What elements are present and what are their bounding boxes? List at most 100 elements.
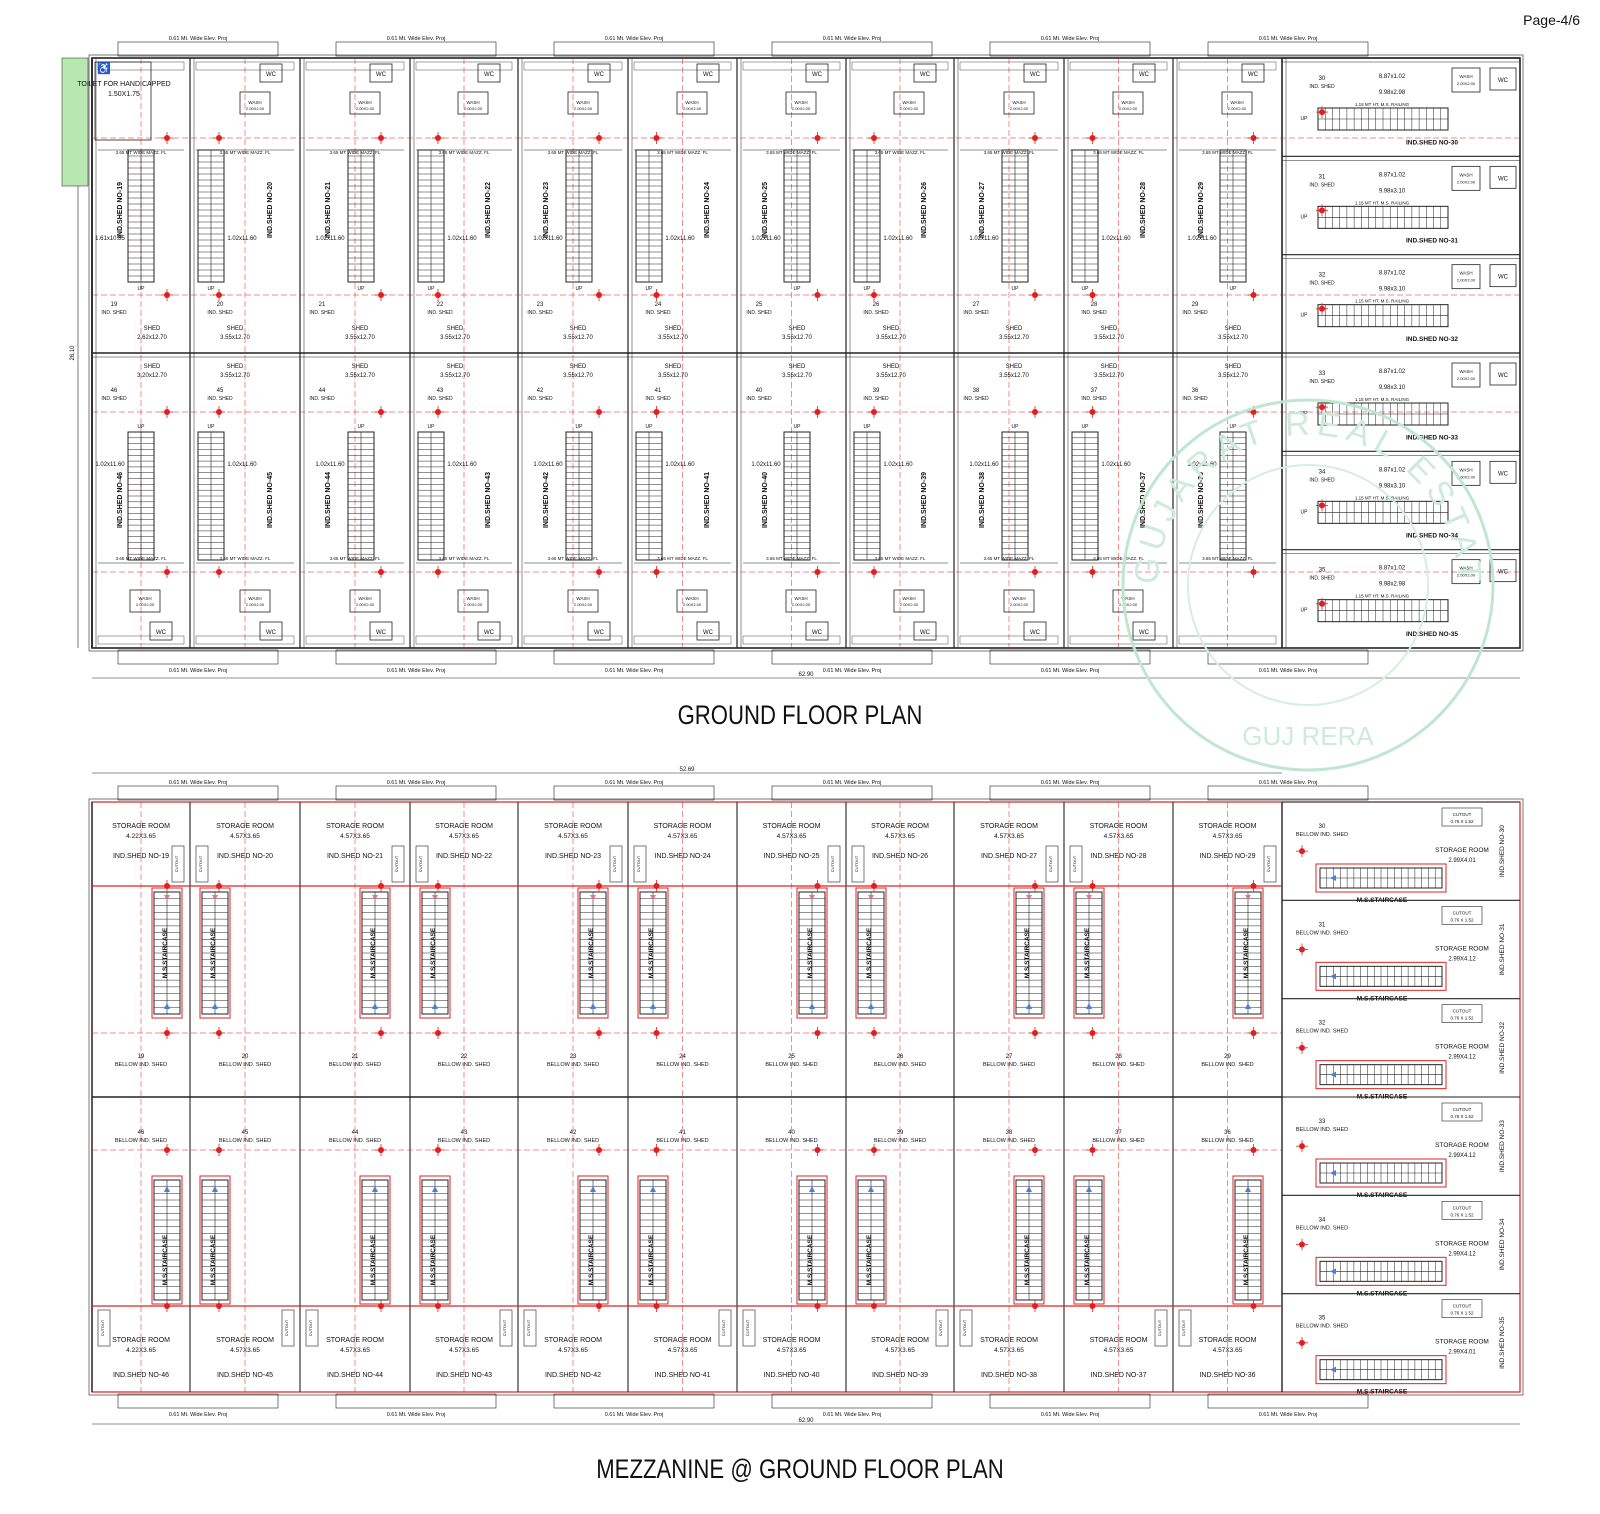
stair-up-label: UP: [1301, 313, 1309, 319]
shed-name-vertical: IND.SHED NO-43: [485, 472, 492, 528]
column-marker: [650, 1027, 663, 1039]
shed-area: 1.02x11.60: [751, 236, 781, 242]
bellow-label: BELLOW IND. SHED: [329, 1138, 381, 1144]
wash-block: [239, 589, 271, 613]
storage-room-size: 4.57X3.65: [994, 833, 1024, 840]
stair-arrow-blue: [372, 1186, 378, 1192]
shed-area: 1.02x11.60: [969, 236, 999, 242]
shed-stair: [635, 431, 663, 561]
storage-room-label: STORAGE ROOM: [654, 823, 712, 830]
cutout-label: CUTOUT: [938, 1319, 943, 1336]
railing-label: 1.15 MT HT. M.S. RAILING: [1355, 200, 1410, 205]
mazz-floor-label: 3.65 MT WIDE MAZZ. FL: [984, 150, 1035, 155]
column-marker: [1247, 289, 1260, 301]
shed-area: 1.02x11.60: [227, 236, 257, 242]
column-marker: [650, 406, 663, 418]
mazz-floor-label: 3.65 MT WIDE MAZZ. FL: [766, 150, 817, 155]
column-marker: [1247, 1027, 1260, 1039]
wash-block: [676, 589, 708, 613]
mezz-shed-name: IND.SHED NO-40: [763, 1372, 819, 1379]
shed-label: SHED: [570, 364, 587, 370]
elev-projection-bottom: [989, 1393, 1151, 1409]
staircase-block: [1315, 863, 1447, 893]
wash-label: WASH: [576, 100, 589, 105]
cutout-label: CUTOUT: [1453, 1205, 1472, 1210]
wash-size: 2.00X2.00: [1457, 474, 1476, 479]
bellow-label: BELLOW IND. SHED: [874, 1138, 926, 1144]
stair-arrow-blue: [1026, 1003, 1032, 1009]
cutout-box: [742, 1309, 756, 1347]
column-marker: [213, 1144, 225, 1156]
mezz-shed-name: IND.SHED NO-21: [327, 853, 383, 860]
shed-number: 30: [1319, 76, 1326, 82]
shed-size: 3.55x12.70: [220, 335, 250, 341]
shed-area: 8.87x1.02: [1379, 172, 1406, 178]
wash-block: [457, 589, 489, 613]
wash-label: WASH: [685, 596, 698, 601]
mezz-stair: [639, 1179, 667, 1301]
elev-projection-bottom: [771, 649, 933, 665]
column-marker: [1029, 566, 1041, 578]
cutout-label: CUTOUT: [854, 855, 859, 872]
mezz-shed-name: IND.SHED NO-24: [654, 853, 710, 860]
stair-up-label: UP: [358, 424, 366, 430]
column-marker: [161, 289, 173, 301]
column-marker: [1247, 880, 1260, 892]
railing-label: 1.15 MT HT. M.S. RAILING: [1355, 102, 1410, 107]
stair-arrow-blue: [809, 1003, 815, 1009]
wc-block: [1489, 264, 1517, 288]
wc-block: [149, 621, 173, 641]
shed-size: 3.55x12.70: [1094, 373, 1124, 379]
wc-block: [805, 621, 829, 641]
column-marker: [375, 289, 387, 301]
shed-stair: [197, 431, 225, 561]
mezzanine-plan-title: MEZZANINE @ GROUND FLOOR PLAN: [596, 1454, 1004, 1484]
stair-arrow-pink: [1026, 895, 1032, 900]
beam-strip: [97, 61, 185, 71]
bellow-label: BELLOW IND. SHED: [115, 1062, 167, 1068]
wc-block: [1132, 63, 1156, 83]
mezz-shed-name-vertical: IND.SHED NO-33: [1499, 1120, 1506, 1172]
bellow-label: BELLOW IND. SHED: [438, 1138, 490, 1144]
ind-shed-label: IND. SHED: [1309, 576, 1335, 582]
column-marker: [811, 1300, 824, 1312]
wash-size: 2.00X2.00: [464, 106, 483, 111]
staircase-block: [577, 887, 609, 1019]
mezz-stair: [1015, 1179, 1043, 1301]
mazz-floor-label: 3.65 MT WIDE MAZZ. FL: [1093, 150, 1144, 155]
cutout-box: [827, 845, 841, 883]
column-marker: [375, 1300, 387, 1312]
stair-up-label: UP: [1301, 509, 1309, 515]
shed-area: 1.02x11.60: [95, 462, 125, 468]
shed-stair: [783, 149, 811, 283]
shed-size: 3.55x12.70: [658, 335, 688, 341]
wash-label: WASH: [1012, 100, 1025, 105]
cutout-label: CUTOUT: [394, 855, 399, 872]
cutout-box: [391, 845, 405, 883]
bellow-label: BELLOW IND. SHED: [656, 1062, 708, 1068]
storage-room-label: STORAGE ROOM: [1090, 823, 1148, 830]
column-marker: [811, 1027, 824, 1039]
elev-proj-label: 0.61 Mt. Wide Elev. Proj: [169, 668, 228, 674]
staircase-block: [419, 1175, 451, 1305]
cutout-box: [1263, 845, 1277, 883]
shed-number: 19: [111, 302, 118, 308]
shed-size: 3.55x12.70: [999, 335, 1029, 341]
ind-shed-label: IND. SHED: [427, 396, 453, 402]
column-marker: [1316, 499, 1328, 512]
wc-label: WC: [920, 72, 931, 78]
mezz-shed-number: 29: [1224, 1054, 1231, 1060]
storage-room-label: STORAGE ROOM: [980, 1337, 1038, 1344]
storage-room-label: STORAGE ROOM: [763, 1337, 821, 1344]
storage-room-label: STORAGE ROOM: [1090, 1337, 1148, 1344]
mezz-stair: [201, 1179, 229, 1301]
ind-shed-label: IND. SHED: [746, 310, 772, 316]
bellow-label: BELLOW IND. SHED: [1092, 1138, 1144, 1144]
shed-stair-horizontal: [1317, 205, 1449, 229]
mazz-floor-label: 3.65 MT WIDE MAZZ. FL: [330, 556, 381, 561]
stair-up-label: UP: [1012, 286, 1020, 292]
cutout-box: [1441, 1201, 1483, 1220]
column-marker: [1086, 1027, 1099, 1039]
stair-arrow-blue: [590, 1003, 596, 1009]
beam-strip: [195, 61, 295, 71]
